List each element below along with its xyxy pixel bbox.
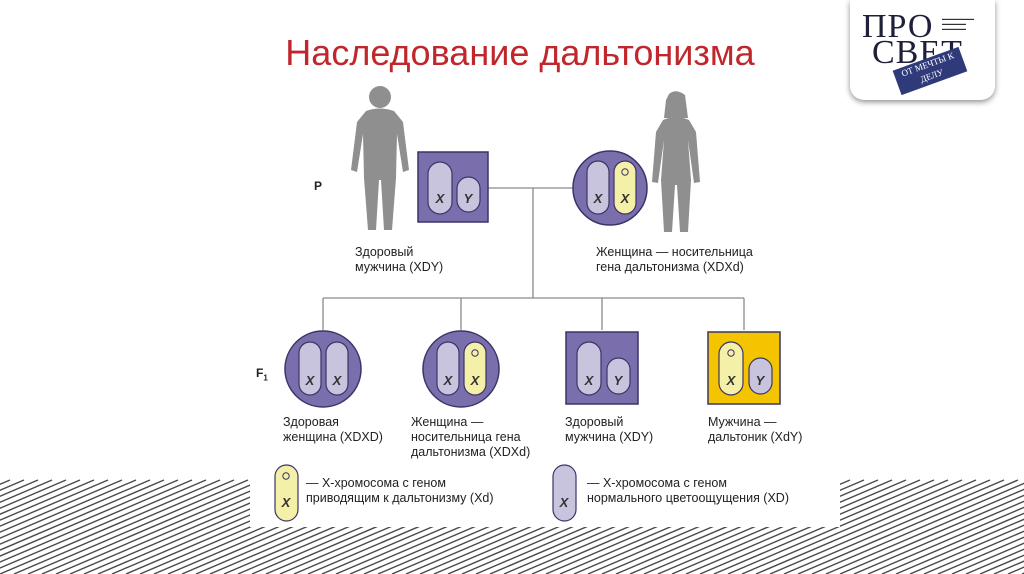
child-cell-carrier-woman: X X	[422, 330, 500, 408]
chromosome-y-label: Y	[756, 373, 766, 388]
logo-text-line1: ПРО	[862, 8, 934, 45]
legend-colorblind-chromosome: X	[274, 464, 299, 522]
colorblind-gene-marker-icon	[621, 168, 629, 176]
legend-normal-chromosome: X	[552, 464, 577, 522]
chromosome-x-label: X	[593, 191, 604, 206]
chromosome-x-label: X	[332, 373, 343, 388]
child-label-healthy-woman: Здоровая женщина (XDXD)	[283, 415, 383, 444]
legend-colorblind-label: — X-хромосома с геном приводящим к дальт…	[306, 476, 494, 505]
generation-label-p: P	[314, 179, 323, 193]
chromosome-x-label: X	[584, 373, 595, 388]
x-chromosome-normal	[586, 160, 610, 215]
x-chromosome-normal	[436, 341, 460, 396]
chromosome-x-label: X	[726, 373, 737, 388]
father-label: Здоровый мужчина (XDY)	[355, 245, 444, 274]
man-silhouette-icon	[351, 86, 409, 230]
y-chromosome	[606, 357, 631, 395]
chromosome-x-label: X	[470, 373, 481, 388]
child-cell-healthy-man: X Y	[565, 331, 639, 405]
prosvet-logo: ПРО СВЕТ ▬▬▬▬▬▬▬▬ ▬▬▬▬▬▬ ▬▬▬▬▬▬	[850, 0, 995, 100]
chromosome-x-label: X	[281, 495, 292, 510]
decorative-stripes	[0, 455, 1024, 574]
x-chromosome-normal	[427, 161, 453, 215]
child-cell-colorblind-man: X Y	[707, 331, 781, 405]
chromosome-y-label: Y	[464, 191, 474, 206]
x-chromosome-normal	[298, 341, 322, 396]
chromosome-x-label: X	[559, 495, 570, 510]
colorblind-gene-marker-icon	[727, 349, 735, 357]
x-chromosome-colorblind	[613, 160, 637, 215]
y-chromosome	[456, 176, 481, 213]
logo-fine-print: ▬▬▬▬▬▬▬▬ ▬▬▬▬▬▬ ▬▬▬▬▬▬	[942, 16, 974, 31]
generation-label-f1: F1	[256, 366, 268, 383]
chromosome-y-label: Y	[614, 373, 624, 388]
x-chromosome-colorblind	[718, 341, 744, 396]
x-chromosome-colorblind	[463, 341, 487, 396]
x-chromosome-normal	[576, 341, 602, 396]
chromosome-x-label: X	[443, 373, 454, 388]
child-cell-healthy-woman: X X	[284, 330, 362, 408]
page-title: Наследование дальтонизма	[285, 32, 755, 73]
child-label-healthy-man: Здоровый мужчина (XDY)	[565, 415, 654, 444]
y-chromosome	[748, 357, 773, 395]
colorblind-gene-marker-icon	[471, 349, 479, 357]
chromosome-x-label: X	[305, 373, 316, 388]
woman-silhouette-icon	[652, 91, 700, 232]
mother-cell: X X	[572, 150, 648, 226]
legend-normal-label: — X-хромосома с геном нормального цветоо…	[587, 476, 789, 505]
chromosome-x-label: X	[435, 191, 446, 206]
child-label-colorblind-man: Мужчина — дальтоник (XdY)	[708, 415, 803, 444]
colorblind-gene-marker-icon	[282, 472, 290, 480]
x-chromosome-normal	[325, 341, 349, 396]
father-cell: X Y	[417, 151, 489, 223]
mother-label: Женщина — носительница гена дальтонизма …	[596, 245, 753, 274]
chromosome-x-label: X	[620, 191, 631, 206]
child-label-carrier-woman: Женщина — носительница гена дальтонизма …	[411, 415, 531, 459]
pedigree-lines	[322, 187, 745, 330]
